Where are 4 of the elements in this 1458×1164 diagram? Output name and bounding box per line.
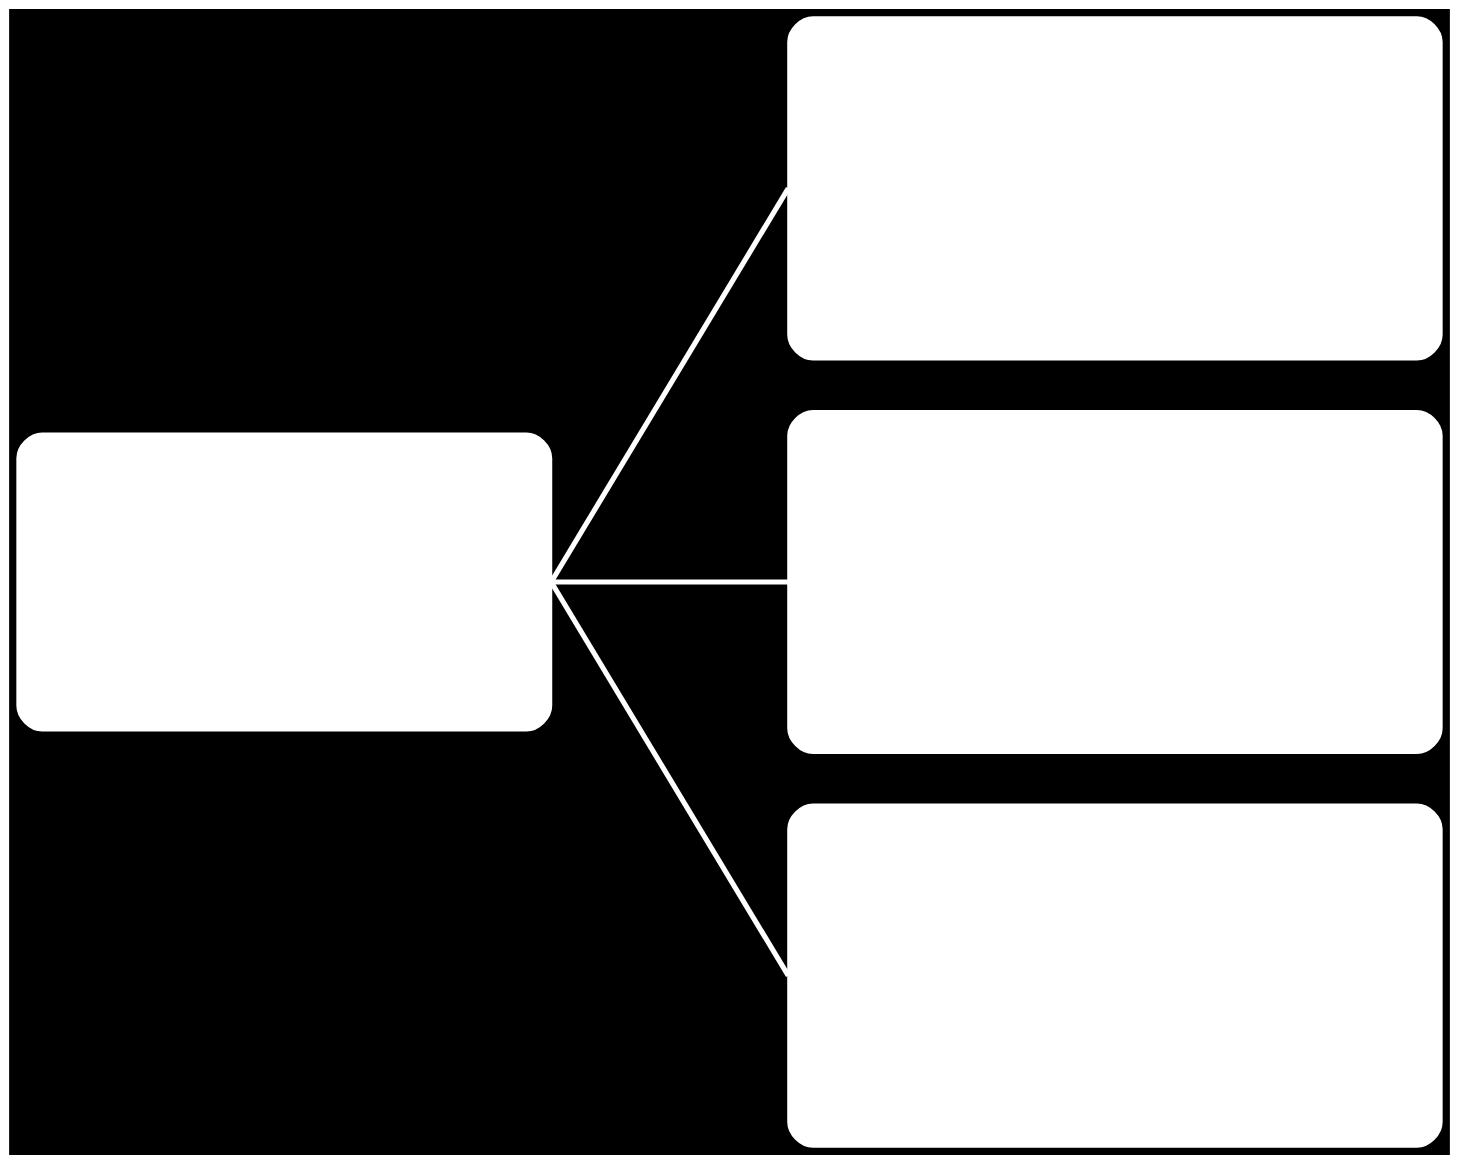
node-box [15,432,552,732]
node-box [786,803,1443,1148]
node-box [786,16,1443,361]
node-box [786,409,1443,755]
